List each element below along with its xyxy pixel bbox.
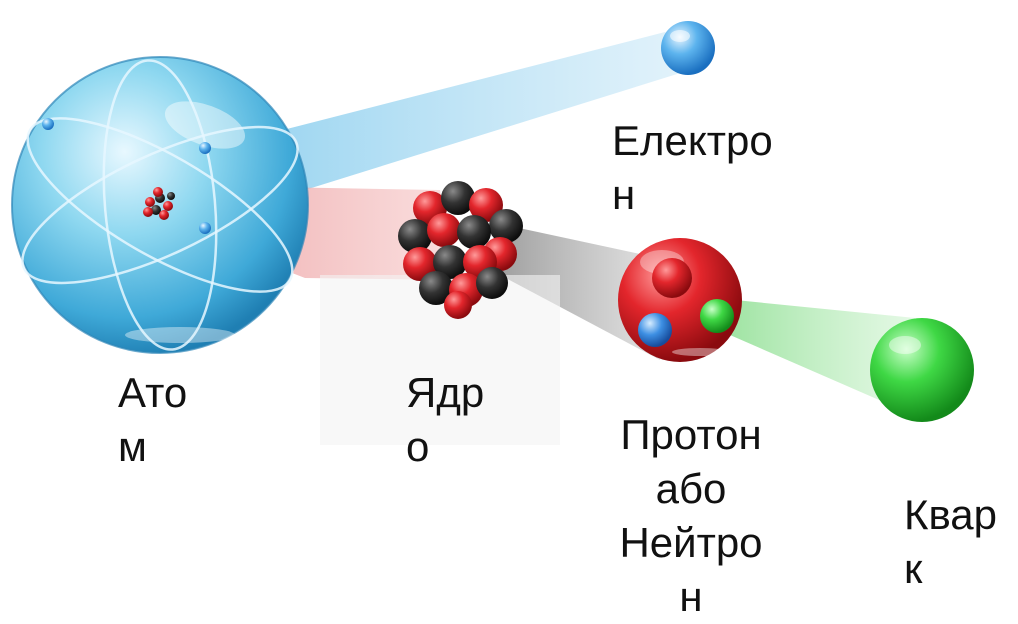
quark-sphere — [870, 318, 974, 422]
nucleus-cluster — [398, 181, 523, 319]
atom-label: Ато м — [118, 369, 188, 470]
atom-nucleus-small — [143, 187, 175, 220]
electron-sphere — [661, 21, 715, 75]
nucleus-label: Ядр о — [406, 369, 485, 470]
electron-label: Електро н — [612, 117, 773, 218]
quark-label: Квар к — [904, 491, 998, 592]
atom-sphere — [11, 56, 309, 354]
beam-nucleus-to-proton — [500, 225, 660, 360]
proton-sphere — [618, 238, 742, 362]
proton-or-neutron-label: Протон або Нейтро н — [619, 411, 763, 620]
beam-atom-to-electron — [205, 32, 690, 190]
